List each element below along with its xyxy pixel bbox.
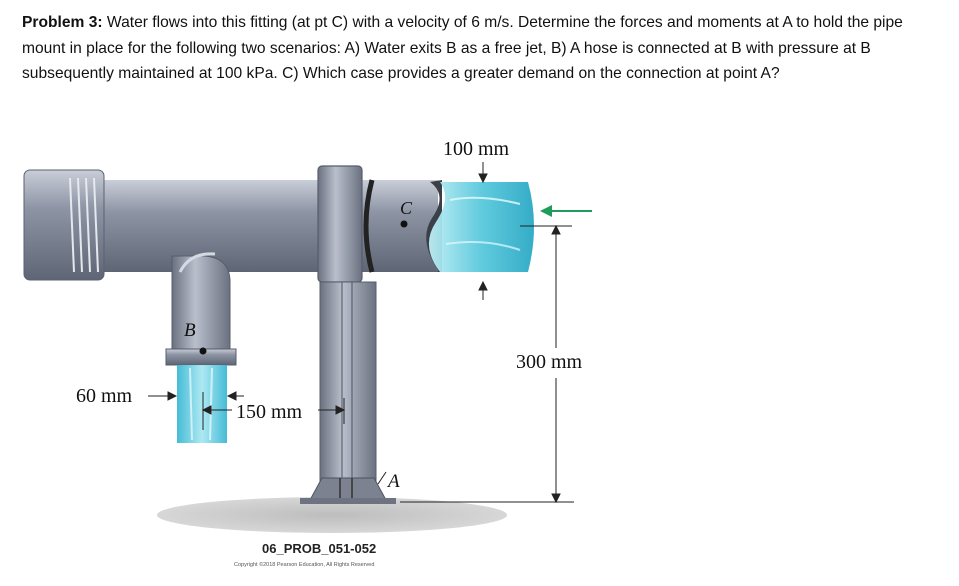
dim-offset-label: 150 mm [236, 401, 303, 423]
dim-outlet-label: 60 mm [76, 385, 133, 407]
point-c-marker [400, 220, 408, 228]
mount-base [309, 477, 387, 501]
problem-text: Water flows into this fitting (at pt C) … [22, 14, 903, 82]
problem-label: Problem 3: [22, 14, 103, 31]
mount-post [319, 281, 377, 493]
figure-id: 06_PROB_051-052 [262, 541, 376, 556]
outlet-water-jet [177, 365, 227, 443]
inlet-pipe [360, 180, 438, 272]
ground-base [157, 497, 507, 533]
point-a-label: A [386, 471, 400, 492]
inlet-water-jet [428, 182, 534, 272]
threaded-end [23, 169, 105, 281]
point-c-label: C [400, 198, 413, 218]
outlet-elbow [171, 255, 231, 351]
point-b-marker [199, 347, 207, 355]
copyright-text: Copyright ©2018 Pearson Education, All R… [234, 561, 374, 568]
point-b-label: B [184, 320, 196, 341]
problem-statement: Problem 3: Water flows into this fitting… [22, 10, 922, 87]
dim-height-label: 300 mm [516, 351, 583, 373]
pipe-collar [317, 165, 363, 283]
dim-inlet-label: 100 mm [443, 138, 510, 160]
